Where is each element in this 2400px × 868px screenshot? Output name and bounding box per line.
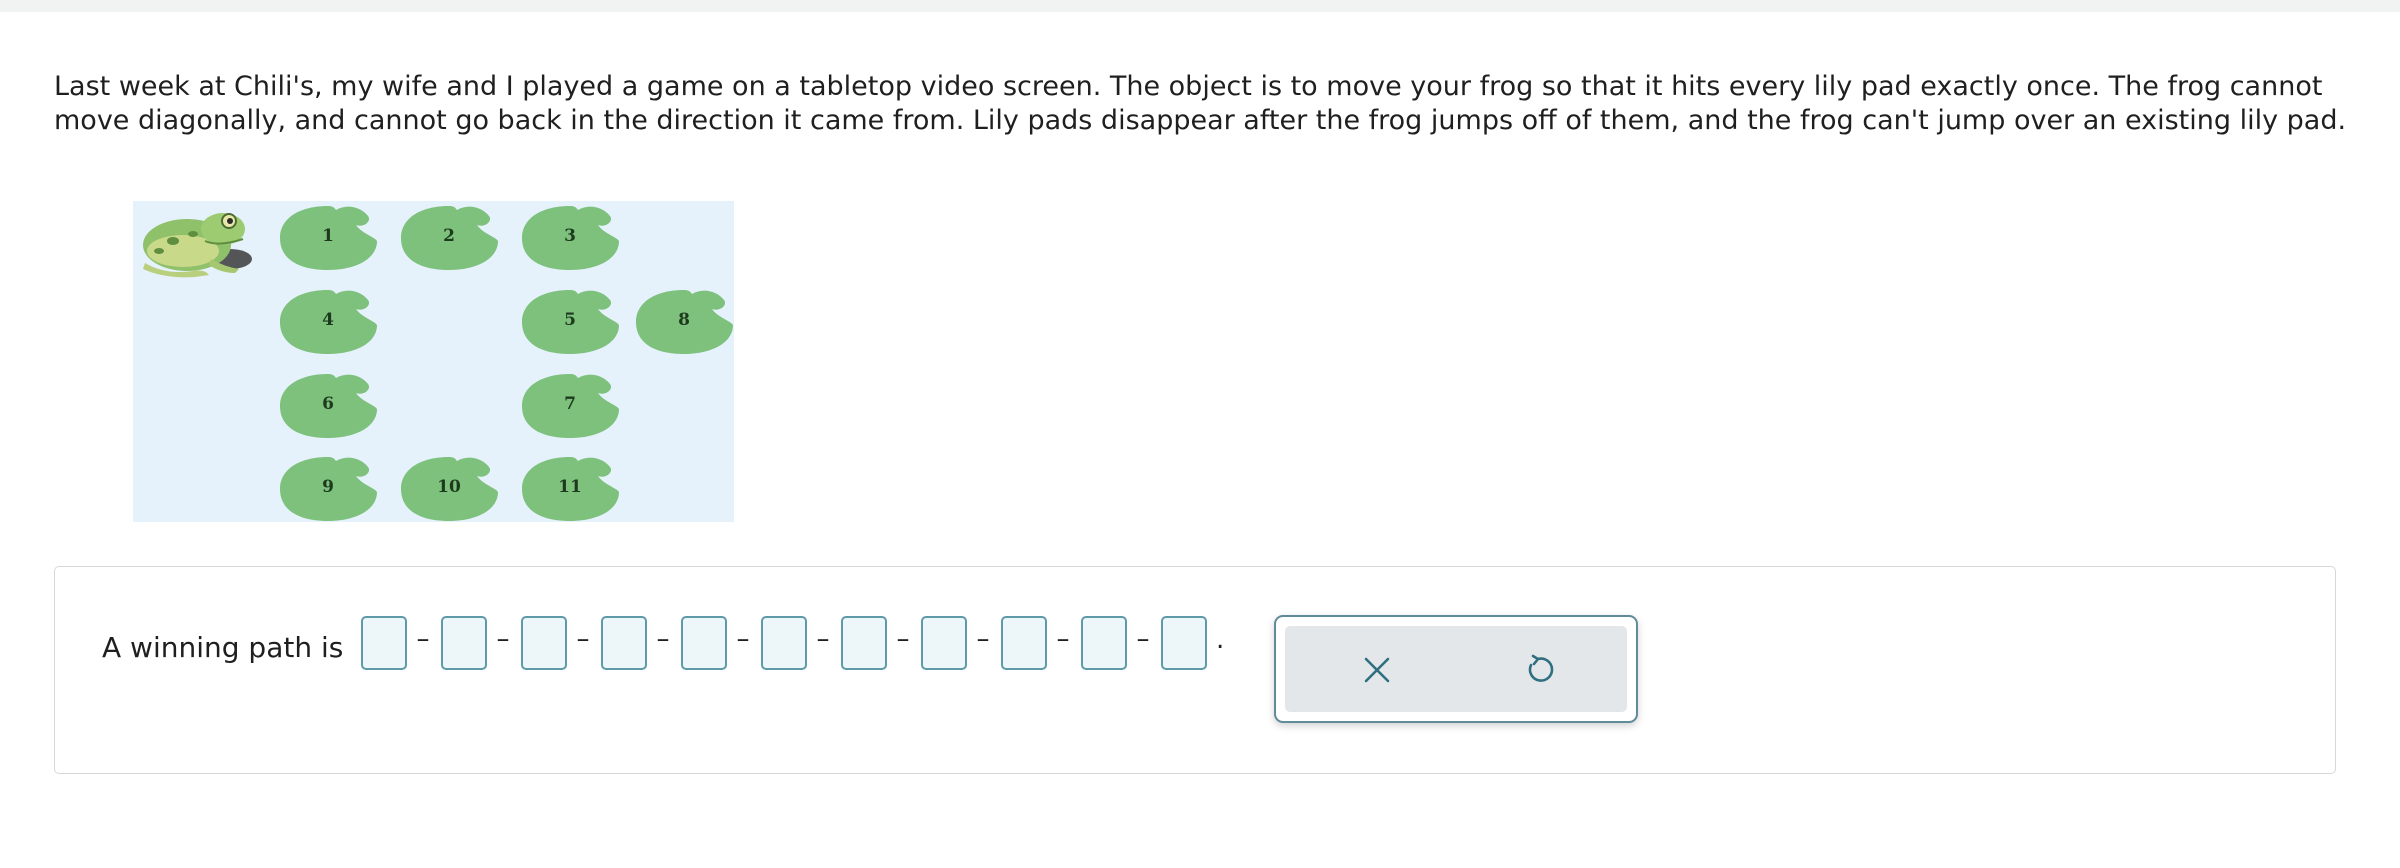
path-separator: – (1056, 624, 1070, 654)
path-separator: – (496, 624, 510, 654)
answer-slot-11[interactable] (1161, 616, 1207, 670)
answer-slot-7[interactable] (841, 616, 887, 670)
path-separator: – (736, 624, 750, 654)
lily-pad-7: 7 (520, 372, 620, 438)
lily-pad-11: 11 (520, 455, 620, 521)
answer-panel: A winning path is – – – – – – – – – – . (54, 566, 2336, 774)
lily-pad-8: 8 (634, 288, 734, 354)
lily-pad-label: 9 (322, 477, 334, 497)
answer-slot-8[interactable] (921, 616, 967, 670)
undo-icon (1528, 654, 1554, 682)
lily-pad-label: 7 (564, 394, 576, 414)
clear-button[interactable] (1349, 642, 1405, 698)
path-separator: – (576, 624, 590, 654)
answer-prefix: A winning path is (102, 631, 344, 664)
lily-pond: 1 2 3 4 5 8 6 7 9 10 11 (133, 201, 734, 522)
path-separator: – (656, 624, 670, 654)
path-separator: – (1136, 624, 1150, 654)
lily-pad-10: 10 (399, 455, 499, 521)
lily-pad-label: 6 (322, 394, 334, 414)
lily-pad-6: 6 (278, 372, 378, 438)
answer-slot-2[interactable] (441, 616, 487, 670)
tool-bar (1285, 626, 1627, 712)
answer-slot-5[interactable] (681, 616, 727, 670)
top-strip (0, 0, 2400, 12)
tool-box (1274, 615, 1638, 723)
answer-slot-10[interactable] (1081, 616, 1127, 670)
lily-pad-label: 3 (564, 226, 576, 246)
lily-pad-4: 4 (278, 288, 378, 354)
lily-pad-label: 8 (678, 310, 690, 330)
lily-pad-label: 1 (322, 226, 334, 246)
answer-slot-9[interactable] (1001, 616, 1047, 670)
lily-pad-3: 3 (520, 204, 620, 270)
lily-pad-label: 11 (558, 477, 582, 497)
path-separator: – (416, 624, 430, 654)
answer-period: . (1216, 625, 1225, 655)
path-separator: – (816, 624, 830, 654)
lily-pad-2: 2 (399, 204, 499, 270)
lily-pad-label: 2 (443, 226, 455, 246)
path-separator: – (976, 624, 990, 654)
undo-button[interactable] (1511, 642, 1567, 698)
lily-pad-9: 9 (278, 455, 378, 521)
answer-slot-6[interactable] (761, 616, 807, 670)
lily-pad-label: 10 (437, 477, 461, 497)
lily-pad-label: 5 (564, 310, 576, 330)
lily-pad-label: 4 (322, 310, 334, 330)
close-icon (1364, 657, 1390, 683)
answer-slot-1[interactable] (361, 616, 407, 670)
path-separator: – (896, 624, 910, 654)
frog-icon (135, 201, 255, 281)
problem-text: Last week at Chili's, my wife and I play… (54, 71, 2347, 136)
lily-pad-1: 1 (278, 204, 378, 270)
lily-pad-5: 5 (520, 288, 620, 354)
answer-slot-4[interactable] (601, 616, 647, 670)
answer-slot-3[interactable] (521, 616, 567, 670)
